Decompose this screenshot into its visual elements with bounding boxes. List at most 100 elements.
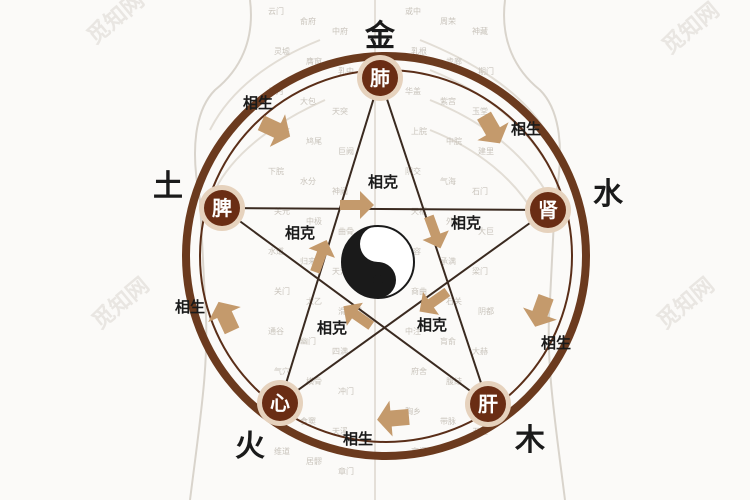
acupoint-label: 章门	[338, 466, 354, 476]
acupoint-label: 中极	[306, 216, 322, 226]
acupoint-label: 步廊	[446, 56, 462, 66]
acupoint-label: 气海	[440, 176, 456, 186]
organ-node-lung: 肺	[357, 55, 403, 101]
acupoint-label: 中注	[405, 326, 421, 336]
acupoint-label: 石门	[472, 186, 488, 196]
acupoint-label: 水分	[300, 176, 316, 186]
acupoint-label: 周荣	[440, 16, 456, 26]
relation-label-restrain: 相克	[368, 173, 398, 191]
acupoint-label: 腹结	[446, 376, 462, 386]
acupoint-label: 大巨	[478, 226, 494, 236]
acupoint-labels: 云门俞府中府或中周荣神藏灵墟膺窗乳中乳根步廊期门日月大包天突华盖紫宫玉堂中庭鸠尾…	[268, 6, 494, 476]
acupoint-label: 外陵	[446, 216, 462, 226]
acupoint-label: 太乙	[306, 296, 322, 306]
organ-node-kidney: 肾	[525, 187, 571, 233]
acupoint-label: 乳中	[338, 66, 354, 76]
acupoint-label: 曲骨	[338, 226, 354, 236]
acupoint-label: 天枢	[411, 206, 427, 216]
arrow-icon	[523, 293, 557, 327]
acupoint-label: 紫宫	[440, 96, 456, 106]
acupoint-label: 建里	[478, 146, 494, 156]
acupoint-label: 承满	[440, 256, 456, 266]
relation-label-restrain: 相克	[285, 224, 315, 242]
acupoint-label: 巨阙	[338, 147, 354, 156]
organ-node-liver: 肝	[465, 381, 511, 427]
acupoint-label: 神阙	[332, 186, 348, 196]
arrow-icon	[340, 191, 374, 219]
acupoint-label: 居髎	[306, 457, 322, 466]
arrow-icon	[419, 287, 451, 315]
acupoint-label: 肓俞	[440, 336, 456, 346]
organ-label: 肾	[538, 198, 558, 222]
relation-label-generate: 相生	[541, 334, 571, 352]
restrain-arrows	[308, 191, 451, 330]
acupoint-label: 阴交	[405, 166, 421, 176]
acupoint-label: 期门	[478, 66, 494, 76]
organ-node-heart: 心	[257, 380, 303, 426]
acupoint-label: 水道	[268, 246, 284, 256]
acupoint-label: 府舍	[411, 366, 427, 376]
acupoint-label: 中府	[332, 26, 348, 36]
acupoint-label: 乳根	[411, 46, 427, 56]
organ-label: 脾	[212, 196, 232, 220]
organ-node-spleen: 脾	[199, 185, 245, 231]
acupoint-label: 横骨	[306, 376, 322, 386]
acupoint-label: 上脘	[411, 126, 427, 136]
watermark: 觅知网	[657, 0, 724, 60]
organ-label: 肝	[478, 392, 498, 416]
organ-label: 肺	[370, 66, 390, 90]
acupoint-label: 天突	[332, 106, 348, 116]
acupoint-label: 商曲	[411, 286, 427, 296]
acupoint-label: 通谷	[268, 326, 284, 336]
acupoint-label: 膺窗	[306, 56, 322, 66]
relation-label-generate: 相生	[343, 430, 373, 448]
yin-yang-icon	[341, 225, 415, 299]
acupoint-label: 幽门	[300, 336, 316, 346]
acupoint-label: 玉堂	[472, 106, 488, 116]
generate-arrows	[208, 111, 557, 437]
acupoint-label: 食窦	[300, 416, 316, 426]
acupoint-label: 神藏	[472, 26, 488, 36]
element-label-fire: 火	[235, 429, 265, 464]
acupoint-label: 俞府	[300, 16, 316, 26]
arrow-icon	[477, 111, 509, 144]
element-label-wood: 木	[514, 423, 545, 458]
acupoint-label: 归来	[300, 256, 316, 266]
acupoint-label: 梁门	[472, 266, 488, 276]
acupoint-label: 鸠尾	[306, 136, 322, 146]
relation-label-generate: 相生	[511, 120, 541, 138]
arrow-icon	[308, 239, 335, 274]
acupoint-label: 带脉	[440, 416, 456, 426]
relation-label-restrain: 相克	[317, 319, 347, 337]
element-label-earth: 土	[153, 169, 183, 204]
relation-label-generate: 相生	[243, 94, 273, 112]
relation-label-restrain: 相克	[417, 316, 447, 334]
organ-label: 心	[270, 391, 290, 415]
acupoint-label: 四满	[332, 346, 348, 356]
acupoint-label: 大赫	[472, 346, 488, 356]
relation-label-restrain: 相克	[451, 214, 481, 232]
acupoint-label: 大包	[300, 96, 316, 106]
arrow-icon	[208, 301, 241, 335]
acupoint-label: 维道	[274, 446, 290, 456]
arrow-icon	[343, 302, 375, 330]
acupoint-label: 或中	[405, 6, 421, 16]
element-label-water: 水	[593, 177, 624, 212]
acupoint-label: 下脘	[268, 166, 284, 176]
acupoint-label: 云门	[268, 6, 284, 16]
acupoint-label: 胸乡	[405, 406, 421, 416]
acupoint-label: 灵墟	[274, 46, 290, 56]
acupoint-label: 关门	[274, 286, 290, 296]
watermark: 觅知网	[87, 272, 154, 334]
acupoint-label: 冲门	[338, 386, 354, 396]
acupoint-label: 华盖	[405, 86, 421, 96]
acupoint-label: 阴都	[478, 307, 494, 316]
acupoint-label: 关元	[274, 206, 290, 216]
acupoint-label: 中脘	[446, 136, 462, 146]
acupoint-label: 气穴	[274, 366, 290, 376]
acupoint-label: 天溪	[332, 426, 348, 436]
relation-label-generate: 相生	[175, 298, 205, 316]
arrow-icon	[257, 114, 291, 147]
